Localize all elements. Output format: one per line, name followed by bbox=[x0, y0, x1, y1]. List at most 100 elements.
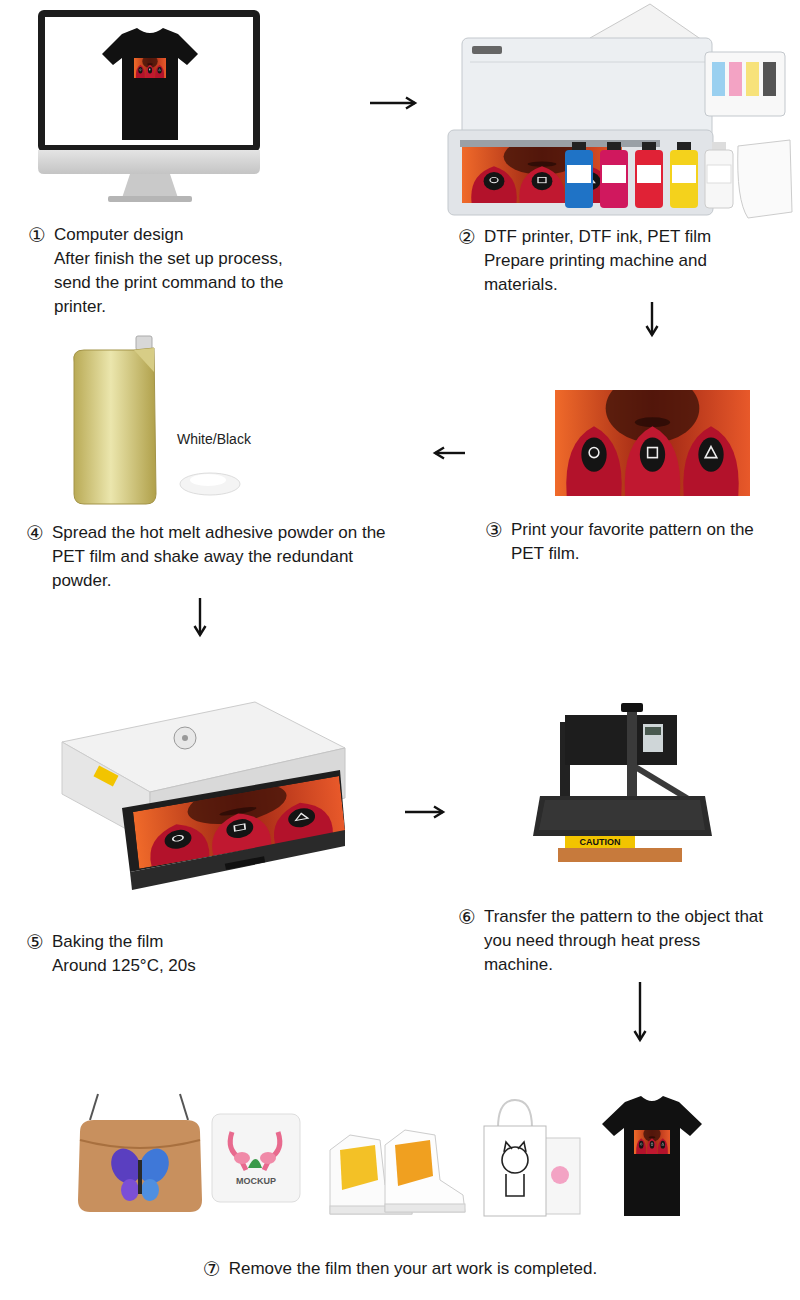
step-number: ④ bbox=[26, 521, 44, 545]
dtf-printer-part-part bbox=[707, 165, 731, 183]
dtf-printer-part-part bbox=[565, 150, 593, 208]
finished-products-part bbox=[78, 1120, 202, 1212]
finished-products-part bbox=[260, 1152, 276, 1164]
step-caption: ④ Spread the hot melt adhesive powder on … bbox=[26, 521, 430, 593]
step-text: DTF printer, DTF ink, PET filmPrepare pr… bbox=[484, 225, 784, 297]
dtf-printer-part bbox=[738, 140, 792, 218]
adhesive-powder-part bbox=[190, 474, 226, 486]
finished-products-part bbox=[80, 1140, 200, 1148]
finished-products-part bbox=[138, 1160, 142, 1194]
step-number: ⑦ bbox=[203, 1257, 221, 1281]
finished-products-part bbox=[504, 1142, 526, 1152]
process-step: ① Computer designAfter finish the set up … bbox=[20, 5, 365, 319]
step-text: Spread the hot melt adhesive powder on t… bbox=[52, 521, 412, 593]
process-step: ⑤Baking the filmAround 125°C, 20s bbox=[20, 640, 400, 978]
step-description: Print your favorite pattern on the PET f… bbox=[511, 518, 761, 566]
process-step: ⑦ Remove the film then your art work is c… bbox=[20, 1045, 780, 1281]
adhesive-powder bbox=[74, 336, 240, 504]
dtf-printer-part-part bbox=[602, 165, 626, 183]
computer-monitor-part bbox=[102, 28, 198, 140]
adhesive-powder-part bbox=[74, 348, 156, 504]
dtf-printer-part-part bbox=[635, 150, 663, 208]
computer-monitor-part bbox=[38, 10, 260, 152]
process-step: ④ Spread the hot melt adhesive powder on … bbox=[20, 345, 430, 593]
computer-monitor bbox=[38, 10, 260, 202]
step-text: Remove the film then your art work is co… bbox=[229, 1257, 597, 1281]
finished-products-part bbox=[212, 1114, 300, 1202]
finished-products bbox=[78, 1094, 702, 1216]
finished-products-part bbox=[484, 1126, 546, 1216]
curing-oven bbox=[62, 702, 345, 890]
heat-press-part bbox=[565, 715, 677, 765]
heat-press bbox=[533, 703, 712, 862]
step-text: Baking the filmAround 125°C, 20s bbox=[52, 930, 196, 978]
adhesive-powder-part bbox=[134, 348, 154, 372]
finished-products-part bbox=[502, 1147, 528, 1173]
adhesive-powder-part bbox=[180, 473, 240, 495]
step-heading: Computer design bbox=[54, 223, 289, 247]
step-number: ① bbox=[28, 223, 46, 247]
curing-oven-part bbox=[174, 727, 196, 749]
dtf-printer-part bbox=[460, 140, 660, 147]
step-caption: ②DTF printer, DTF ink, PET filmPrepare p… bbox=[458, 225, 795, 297]
computer-monitor-part bbox=[122, 174, 178, 198]
dtf-printer-part bbox=[763, 62, 776, 96]
heat-press-part bbox=[539, 800, 705, 830]
dtf-printer-part bbox=[712, 62, 725, 96]
finished-products-part bbox=[230, 1132, 246, 1170]
flow-arrow bbox=[199, 598, 201, 635]
dtf-printer-part-part bbox=[567, 165, 591, 183]
printed-film bbox=[555, 374, 750, 496]
heat-press-part bbox=[632, 765, 690, 800]
warning-label: CAUTION bbox=[565, 837, 635, 848]
step-text: Print your favorite pattern on the PET f… bbox=[511, 518, 761, 566]
finished-products-part bbox=[634, 1126, 670, 1154]
dtf-printer-part bbox=[705, 52, 785, 116]
heat-press-part bbox=[643, 724, 663, 752]
dtf-printer-part bbox=[746, 62, 759, 96]
dtf-printer-part bbox=[729, 62, 742, 96]
step-caption: ① Computer designAfter finish the set up … bbox=[28, 223, 365, 319]
dtf-printer-part-part bbox=[672, 165, 696, 183]
heat-press-part bbox=[533, 796, 712, 836]
adhesive-powder-part bbox=[136, 336, 152, 350]
flow-arrow bbox=[639, 982, 641, 1040]
dtf-printer bbox=[448, 4, 792, 218]
finished-products-part bbox=[385, 1130, 465, 1212]
flow-arrow bbox=[370, 102, 415, 104]
finished-products-part bbox=[264, 1132, 280, 1170]
finished-products-part bbox=[248, 1159, 262, 1168]
curing-oven-part bbox=[225, 856, 265, 870]
finished-products-part bbox=[90, 1094, 98, 1120]
finished-products-part bbox=[141, 1179, 159, 1201]
finished-products-part bbox=[498, 1100, 532, 1128]
heat-press-part bbox=[565, 836, 635, 848]
curing-oven-part bbox=[182, 735, 188, 741]
finished-products-part bbox=[602, 1096, 702, 1216]
dtf-printer-part-part bbox=[670, 150, 698, 208]
dtf-printer-part-part bbox=[705, 150, 733, 208]
dtf-printer-part bbox=[565, 142, 733, 208]
dtf-printer-part bbox=[462, 138, 622, 203]
finished-products-part bbox=[395, 1140, 433, 1186]
step-caption: ⑦ Remove the film then your art work is c… bbox=[20, 1257, 780, 1281]
step-heading: Baking the film bbox=[52, 930, 196, 954]
step-description: Spread the hot melt adhesive powder on t… bbox=[52, 521, 412, 593]
dtf-printer-part bbox=[448, 130, 713, 215]
flow-arrow bbox=[405, 811, 443, 813]
step-caption: ⑥Transfer the pattern to the object that… bbox=[458, 905, 793, 977]
finished-products-part bbox=[121, 1179, 139, 1201]
finished-products-part bbox=[551, 1166, 569, 1184]
dtf-printer-part bbox=[470, 62, 705, 63]
computer-monitor-part bbox=[38, 150, 260, 174]
printed-film-part bbox=[555, 374, 750, 496]
pillow-label: MOCKUP bbox=[226, 1176, 286, 1187]
dtf-printer-part-part bbox=[637, 165, 661, 183]
step-description: Remove the film then your art work is co… bbox=[229, 1257, 597, 1281]
step-description: Prepare printing machine and materials. bbox=[484, 249, 784, 297]
step-description: After finish the set up process, send th… bbox=[54, 247, 289, 319]
step-number: ③ bbox=[485, 518, 503, 542]
heat-press-part bbox=[645, 727, 661, 735]
